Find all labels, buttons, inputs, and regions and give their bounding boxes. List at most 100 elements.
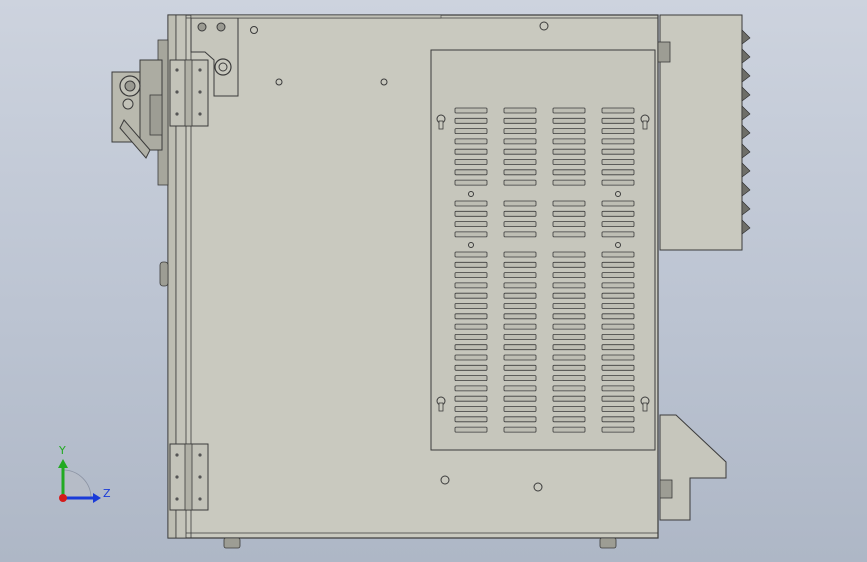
vent-slot xyxy=(503,272,537,279)
z-axis-arrow xyxy=(93,493,101,503)
vent-slot xyxy=(552,333,586,340)
vent-slot xyxy=(503,385,537,392)
vent-slot xyxy=(552,231,586,238)
vent-slot xyxy=(454,313,488,320)
vent-slot xyxy=(503,354,537,361)
hinge-screw xyxy=(198,112,202,116)
vent-slot xyxy=(601,313,635,320)
vent-slot xyxy=(601,282,635,289)
hinge-screw xyxy=(198,453,202,457)
vent-slot xyxy=(601,169,635,176)
vent-slot xyxy=(552,117,586,124)
heatsink-fin xyxy=(741,124,751,140)
vent-slot xyxy=(454,200,488,207)
vent-slot xyxy=(454,179,488,186)
vent-slot xyxy=(552,303,586,309)
vent-slot xyxy=(601,344,635,351)
vent-slot xyxy=(503,148,537,155)
vent-slot-grid xyxy=(454,107,635,433)
vent-slot xyxy=(601,261,635,268)
lower-right-bracket xyxy=(659,414,727,521)
hinge-screw xyxy=(175,453,179,457)
vent-slot xyxy=(503,128,537,135)
body-screw xyxy=(380,78,388,86)
x-axis-dot xyxy=(59,494,67,502)
vent-panel xyxy=(430,49,656,451)
vent-slot xyxy=(503,159,537,165)
heatsink-fin xyxy=(741,86,751,102)
vent-slot xyxy=(601,375,635,382)
heatsink-fin xyxy=(741,67,751,83)
vent-slot xyxy=(601,117,635,124)
vent-slot xyxy=(552,261,586,268)
vent-slot xyxy=(503,395,537,402)
vent-slot xyxy=(552,313,586,320)
coordinate-triad[interactable]: Y Z xyxy=(58,444,111,503)
vent-slot xyxy=(503,169,537,176)
hinge-screw xyxy=(175,497,179,501)
vent-slot xyxy=(503,138,537,145)
heatsink-fins xyxy=(741,29,751,235)
vent-slot xyxy=(601,406,635,412)
body-screw xyxy=(539,21,549,31)
hinge-screw xyxy=(175,475,179,479)
vent-slot xyxy=(601,333,635,340)
vent-slot xyxy=(454,375,488,382)
vent-slot xyxy=(601,138,635,145)
heatsink-fin xyxy=(741,181,751,197)
vent-slot xyxy=(454,364,488,371)
vent-slot xyxy=(503,292,537,299)
heatsink-fin xyxy=(741,162,751,178)
hinge-screw xyxy=(175,112,179,116)
vent-slot xyxy=(503,107,537,114)
vent-slot xyxy=(552,282,586,289)
heatsink-fin xyxy=(741,29,751,45)
vent-slot xyxy=(552,138,586,145)
side-knob xyxy=(159,261,169,287)
vent-slot xyxy=(601,251,635,258)
vent-slot xyxy=(503,313,537,320)
vent-slot xyxy=(601,179,635,186)
vent-slot xyxy=(503,221,537,228)
triad-plane-quad xyxy=(62,469,92,499)
bottom-hinge-barrel xyxy=(184,443,193,511)
vent-slot xyxy=(601,200,635,207)
hinge-screw xyxy=(198,497,202,501)
top-bracket xyxy=(190,17,239,97)
vent-slot xyxy=(454,159,488,165)
vent-slot xyxy=(601,272,635,279)
vent-slot xyxy=(454,426,488,433)
vent-slot xyxy=(552,344,586,351)
vent-slot xyxy=(454,354,488,361)
vent-slot xyxy=(552,354,586,361)
vent-slot xyxy=(454,272,488,279)
vent-slot xyxy=(552,159,586,165)
vent-slot xyxy=(454,210,488,217)
vent-slot xyxy=(503,117,537,124)
hinge-screw xyxy=(175,90,179,94)
vent-slot xyxy=(552,200,586,207)
vent-slot xyxy=(601,210,635,217)
vent-slot xyxy=(552,426,586,433)
vent-slot xyxy=(454,128,488,135)
vent-slot xyxy=(454,221,488,228)
body-screw xyxy=(440,475,450,485)
vent-slot xyxy=(454,416,488,423)
vent-slot xyxy=(503,282,537,289)
heatsink-body xyxy=(659,14,743,251)
top-bracket-cap xyxy=(190,14,442,19)
vent-slot xyxy=(503,344,537,351)
vent-slot xyxy=(454,282,488,289)
vent-slot xyxy=(503,179,537,186)
bracket-screw-1 xyxy=(197,22,207,32)
vent-slot xyxy=(552,395,586,402)
vent-slot xyxy=(503,231,537,238)
vent-slot xyxy=(552,385,586,392)
vent-slot xyxy=(601,395,635,402)
vent-slot xyxy=(601,364,635,371)
y-axis-arrow xyxy=(58,459,68,468)
vent-slot xyxy=(503,261,537,268)
vent-slot xyxy=(503,200,537,207)
vent-slot xyxy=(503,406,537,412)
